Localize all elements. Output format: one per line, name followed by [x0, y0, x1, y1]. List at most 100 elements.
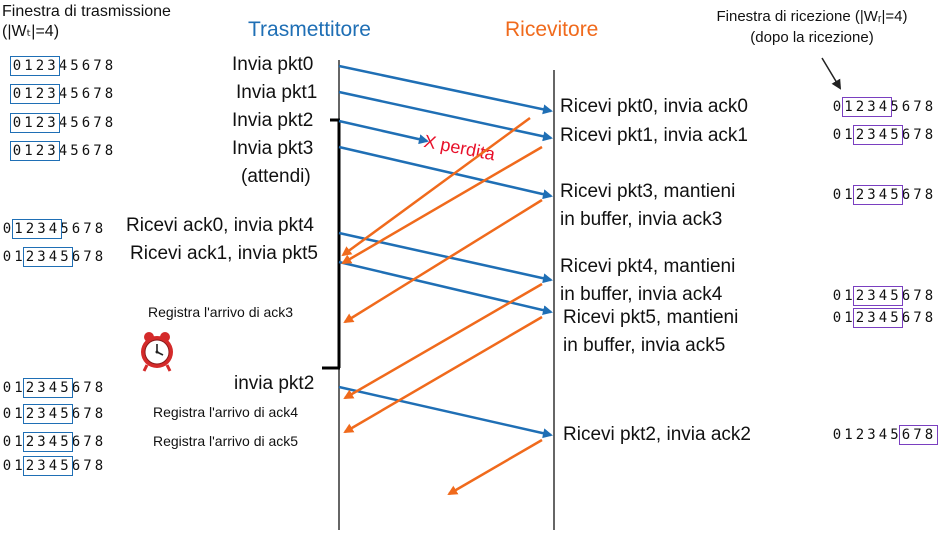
seq-digit: 1: [14, 380, 25, 396]
receiver-event-8: in buffer, invia ack5: [563, 335, 726, 356]
seq-digit: 8: [94, 380, 105, 396]
seq-digit: 0: [2, 406, 13, 422]
sender-event-1: Invia pkt0: [232, 54, 314, 75]
seq-digit: 3: [37, 458, 48, 474]
seq-digit: 2: [25, 380, 36, 396]
seq-digit: 2: [25, 434, 36, 450]
ack3-arrow: [343, 198, 543, 324]
seq-digit: 1: [24, 86, 35, 102]
seq-digit: 5: [60, 458, 71, 474]
receiver-event-6: in buffer, invia ack4: [560, 284, 723, 305]
tx-window-box: [23, 456, 73, 476]
seq-digit: 7: [83, 380, 94, 396]
seq-digit: 6: [71, 221, 82, 237]
pkt1-arrow: [338, 90, 553, 142]
seq-digit: 3: [867, 99, 878, 115]
seq-digit: 4: [878, 187, 889, 203]
seq-digit: 4: [48, 249, 59, 265]
sender-event-3: Invia pkt2: [232, 110, 314, 131]
seq-digit: 6: [901, 427, 912, 443]
receiver-header: Ricevitore: [505, 18, 599, 41]
seq-digit: 5: [890, 187, 901, 203]
seq-digit: 1: [14, 249, 25, 265]
sender-event-7: Ricevi ack1, invia pkt5: [130, 243, 318, 264]
seq-digit: 7: [913, 187, 924, 203]
seq-digit: 1: [844, 288, 855, 304]
seq-digit: 3: [867, 187, 878, 203]
seq-digit: 3: [867, 427, 878, 443]
seq-digit: 1: [844, 99, 855, 115]
tx-window-box: [10, 56, 60, 76]
seq-digit: 4: [878, 127, 889, 143]
tx-window-box: [10, 141, 60, 161]
seq-digit: 7: [913, 288, 924, 304]
seq-digit: 3: [47, 115, 58, 131]
ack5-arrow: [343, 315, 543, 434]
sender-event-4: Invia pkt3: [232, 138, 314, 159]
receiver-event-3: Ricevi pkt3, mantieni: [560, 181, 736, 202]
seq-digit: 7: [83, 458, 94, 474]
rx-window-box: [899, 425, 938, 445]
receiver-event-9: Ricevi pkt2, invia ack2: [563, 424, 751, 445]
seq-digit: 4: [878, 99, 889, 115]
seq-digit: 5: [70, 58, 81, 74]
seq-digit: 6: [81, 115, 92, 131]
seq-digit: 1: [24, 58, 35, 74]
ack0-arrow: [341, 116, 531, 257]
seq-digit: 5: [60, 406, 71, 422]
seq-digit: 3: [47, 143, 58, 159]
seq-digit: 4: [878, 288, 889, 304]
seq-digit: 0: [12, 58, 23, 74]
seq-digit: 2: [35, 115, 46, 131]
sender-event-6: Ricevi ack0, invia pkt4: [126, 215, 314, 236]
seq-digit: 8: [924, 187, 935, 203]
pkt0-arrow: [338, 64, 553, 115]
seq-digit: 2: [25, 221, 36, 237]
receiver-event-7: Ricevi pkt5, mantieni: [563, 307, 739, 328]
rx-window-box: [853, 125, 903, 145]
seq-digit: 4: [58, 115, 69, 131]
seq-digit: 6: [71, 434, 82, 450]
seq-digit: 8: [94, 249, 105, 265]
seq-digit: 3: [867, 310, 878, 326]
seq-digit: 7: [83, 434, 94, 450]
seq-digit: 8: [94, 458, 105, 474]
seq-digit: 8: [924, 288, 935, 304]
seq-digit: 4: [58, 86, 69, 102]
seq-digit: 1: [24, 143, 35, 159]
seq-digit: 5: [60, 249, 71, 265]
seq-digit: 1: [14, 406, 25, 422]
tx-window-box: [11, 219, 62, 239]
seq-digit: 2: [25, 458, 36, 474]
rx-window-title-line1: Finestra di ricezione (|Wᵣ|=4): [716, 8, 908, 25]
seq-digit: 6: [901, 187, 912, 203]
pkt2-lost-arrow: [338, 119, 429, 145]
seq-digit: 8: [924, 310, 935, 326]
receiver-event-2: Ricevi pkt1, invia ack1: [560, 125, 748, 146]
seq-digit: 0: [2, 434, 13, 450]
seq-digit: 8: [94, 221, 105, 237]
seq-digit: 5: [60, 434, 71, 450]
seq-digit: 7: [913, 99, 924, 115]
seq-digit: 8: [924, 99, 935, 115]
seq-digit: 4: [48, 406, 59, 422]
seq-digit: 6: [71, 249, 82, 265]
seq-digit: 6: [81, 86, 92, 102]
seq-digit: 5: [70, 143, 81, 159]
rx-window-title-line2: (dopo la ricezione): [750, 29, 874, 46]
seq-digit: 0: [12, 115, 23, 131]
seq-digit: 4: [48, 221, 59, 237]
tx-window-box: [23, 432, 73, 452]
sender-event-2: Invia pkt1: [236, 82, 318, 103]
seq-digit: 7: [93, 115, 104, 131]
seq-digit: 0: [832, 310, 843, 326]
